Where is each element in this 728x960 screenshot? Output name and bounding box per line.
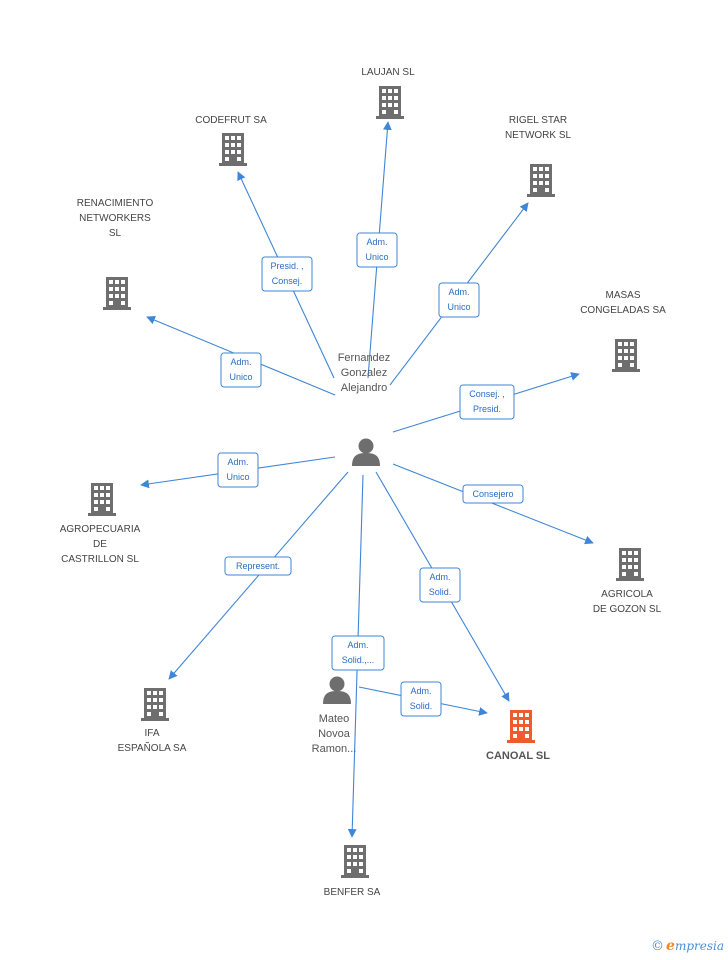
node-name-text: DE: [93, 539, 107, 550]
node-name-text: DE GOZON SL: [593, 604, 662, 615]
edge-label-text: Solid.: [410, 701, 433, 711]
person-icon: [323, 676, 351, 704]
brand-logo-e: e: [666, 938, 675, 954]
edge-label-text: Consej. ,: [469, 389, 505, 399]
node-name-text: CASTRILLON SL: [61, 554, 139, 565]
node-name-text: AGROPECUARIA: [60, 524, 141, 535]
edge-label-box: [217, 452, 259, 488]
building-icon: [527, 164, 555, 197]
edge-label-text: Adm.: [366, 237, 387, 247]
building-icon: [507, 710, 535, 743]
company-node[interactable]: CODEFRUT SA: [195, 115, 267, 166]
node-name-text: Fernandez: [338, 352, 391, 364]
node-name-text: AGRICOLA: [601, 589, 653, 600]
edge-label[interactable]: Adm. Solid.: [400, 681, 442, 717]
node-name-text: NETWORKERS: [79, 213, 151, 224]
node-name-text: BENFER SA: [324, 887, 381, 898]
edge-label-text: Presid. ,: [270, 261, 303, 271]
node-name-text: Alejandro: [341, 382, 387, 394]
edge-label[interactable]: Adm. Unico: [217, 452, 259, 488]
node-name-text: Mateo: [319, 713, 350, 725]
edge-label[interactable]: Represent.: [224, 556, 292, 576]
node-name-text: RIGEL STAR: [509, 115, 567, 126]
building-icon: [219, 133, 247, 166]
edge-label-text: Unico: [365, 252, 388, 262]
node-name-text: IFA: [144, 728, 159, 739]
building-icon: [376, 86, 404, 119]
building-icon: [341, 845, 369, 878]
company-node[interactable]: AGRICOLA DE GOZON SL: [593, 548, 662, 615]
edge-label-box: [220, 352, 262, 388]
node-name-text: Novoa: [318, 728, 351, 740]
edge-label-box: [419, 567, 461, 603]
node-name-text: Ramon...: [312, 743, 357, 755]
focus-company-node[interactable]: CANOAL SL: [486, 710, 550, 762]
edge-label-text: Adm.: [227, 457, 248, 467]
edge-label-box: [438, 282, 480, 318]
edge-label-text: Adm.: [230, 357, 251, 367]
node-name-text: MASAS: [605, 290, 640, 301]
company-node[interactable]: RENACIMIENTO NETWORKERS SL: [77, 198, 154, 310]
edge-label-text: Unico: [229, 372, 252, 382]
edge-label[interactable]: Adm. Unico: [220, 352, 262, 388]
person-node[interactable]: MateoNovoaRamon...: [312, 676, 357, 756]
node-name-text: CODEFRUT SA: [195, 115, 267, 126]
company-node[interactable]: IFA ESPAÑOLA SA: [118, 688, 187, 754]
edge-label-box: [331, 635, 385, 671]
edge-label[interactable]: Consejero: [462, 484, 524, 504]
edge-label-text: Adm.: [429, 572, 450, 582]
edge-label-text: Solid.: [429, 587, 452, 597]
node-name-text: RENACIMIENTO: [77, 198, 154, 209]
node-name-text: LAUJAN SL: [361, 67, 415, 78]
node-name-text: SL: [109, 228, 122, 239]
edge-label-text: Represent.: [236, 561, 280, 571]
company-node[interactable]: LAUJAN SL: [361, 67, 415, 119]
edge-label-text: Consejero: [472, 489, 513, 499]
edge-label-box: [459, 384, 515, 420]
edge-label[interactable]: Consej. , Presid.: [459, 384, 515, 420]
company-node[interactable]: BENFER SA: [324, 845, 381, 898]
edge-label-box: [356, 232, 398, 268]
building-icon: [141, 688, 169, 721]
building-icon: [616, 548, 644, 581]
brand-name: mpresia: [674, 939, 724, 953]
node-name-text: CANOAL SL: [486, 750, 550, 762]
building-icon: [103, 277, 131, 310]
edge-label[interactable]: Adm. Unico: [438, 282, 480, 318]
edge-label-box: [224, 556, 292, 576]
node-name-text: CONGELADAS SA: [580, 305, 666, 316]
edge-label-text: Unico: [447, 302, 470, 312]
edge-label-text: Unico: [226, 472, 249, 482]
building-icon: [612, 339, 640, 372]
edge-label-box: [462, 484, 524, 504]
edge-label[interactable]: Adm. Solid.,...: [331, 635, 385, 671]
company-node[interactable]: RIGEL STAR NETWORK SL: [505, 115, 572, 197]
edge-label-text: Adm.: [347, 640, 368, 650]
person-icon: [352, 438, 380, 466]
edge-label[interactable]: Adm. Solid.: [419, 567, 461, 603]
edge-label-text: Consej.: [272, 276, 303, 286]
company-node[interactable]: AGROPECUARIA DE CASTRILLON SL: [60, 483, 141, 565]
copyright-symbol: ©: [651, 939, 665, 954]
empresia-brand[interactable]: ©empresia: [651, 938, 724, 954]
edge-label-box: [400, 681, 442, 717]
company-node[interactable]: MASAS CONGELADAS SA: [580, 290, 666, 372]
edge-label[interactable]: Presid. , Consej.: [261, 256, 313, 292]
building-icon: [88, 483, 116, 516]
node-name-text: Gonzalez: [341, 367, 387, 379]
edge-label-text: Adm.: [448, 287, 469, 297]
edge-label-text: Presid.: [473, 404, 501, 414]
nodes-layer: FernandezGonzalezAlejandroMateoNovoaRamo…: [60, 67, 666, 898]
edge-label-box: [261, 256, 313, 292]
edge-label-text: Adm.: [410, 686, 431, 696]
node-name-text: NETWORK SL: [505, 130, 572, 141]
edge-label-text: Solid.,...: [342, 655, 375, 665]
edge-label[interactable]: Adm. Unico: [356, 232, 398, 268]
node-name-text: ESPAÑOLA SA: [118, 741, 187, 754]
